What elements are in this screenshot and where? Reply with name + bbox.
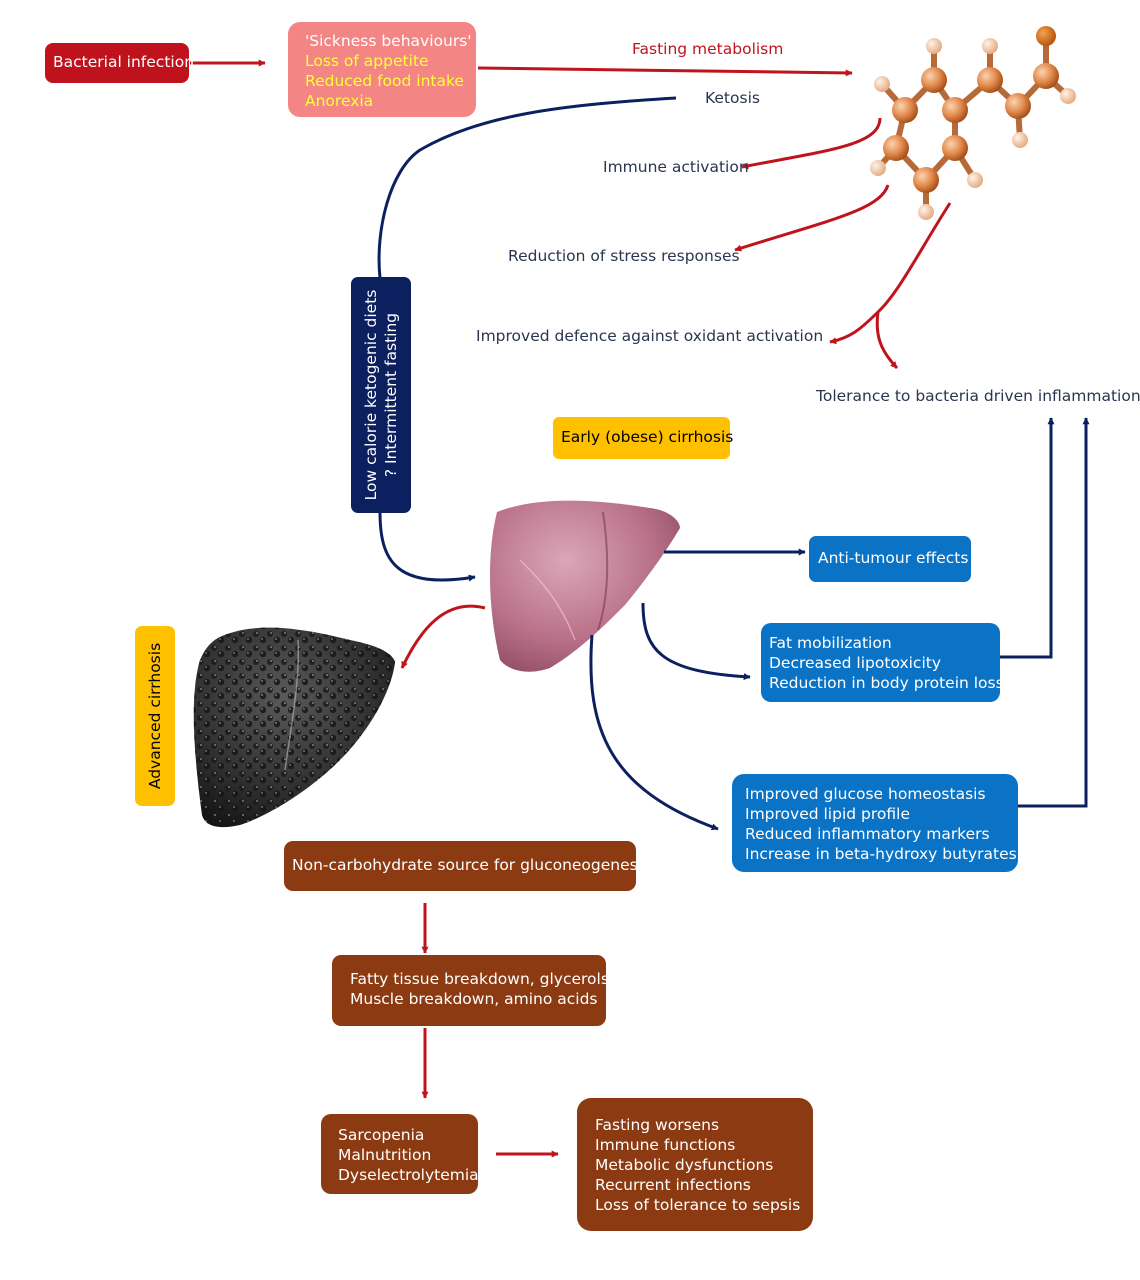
fasting-worsens-infections: Recurrent infections bbox=[595, 1176, 751, 1194]
sickness-item-anorexia: Anorexia bbox=[305, 92, 374, 110]
fasting-worsens-box: Fasting worsens Immune functions Metabol… bbox=[577, 1098, 813, 1231]
glucose-item-inflammatory: Reduced inflammatory markers bbox=[745, 825, 990, 843]
early-liver-illustration bbox=[489, 500, 680, 672]
fat-item-protein-loss: Reduction in body protein loss bbox=[769, 674, 1004, 692]
glucose-item-butyrates: Increase in beta-hydroxy butyrates bbox=[745, 845, 1017, 863]
ketosis-label: Ketosis bbox=[705, 89, 760, 107]
breakdown-box: Fatty tissue breakdown, glycerols Muscle… bbox=[332, 955, 609, 1026]
fasting-worsens-immune: Immune functions bbox=[595, 1136, 736, 1154]
navy-arrows bbox=[377, 96, 1090, 831]
fasting-worsens-title: Fasting worsens bbox=[595, 1116, 720, 1134]
sickness-item-appetite: Loss of appetite bbox=[305, 52, 429, 70]
bacterial-infection-label: Bacterial infection bbox=[53, 53, 195, 71]
fasting-worsens-metabolic: Metabolic dysfunctions bbox=[595, 1156, 774, 1174]
glucose-item-homeostasis: Improved glucose homeostasis bbox=[745, 785, 986, 803]
fat-item-mobilization: Fat mobilization bbox=[769, 634, 892, 652]
sickness-item-food-intake: Reduced food intake bbox=[305, 72, 464, 90]
immune-activation-label: Immune activation bbox=[603, 158, 749, 176]
diet-line-ketogenic: Low calorie ketogenic diets bbox=[362, 289, 380, 501]
red-arrows bbox=[190, 59, 952, 1158]
early-cirrhosis-label: Early (obese) cirrhosis bbox=[561, 428, 734, 446]
sarcopenia-box: Sarcopenia Malnutrition Dyselectrolytemi… bbox=[321, 1114, 479, 1194]
malnutrition-item: Malnutrition bbox=[338, 1146, 432, 1164]
diet-box-text: Low calorie ketogenic diets ? Intermitte… bbox=[361, 290, 401, 501]
dyselectrolytemia-item: Dyselectrolytemia bbox=[338, 1166, 479, 1184]
sarcopenia-item: Sarcopenia bbox=[338, 1126, 425, 1144]
breakdown-item-fatty: Fatty tissue breakdown, glycerols bbox=[350, 970, 609, 988]
sickness-behaviours-box: 'Sickness behaviours' Loss of appetite R… bbox=[288, 22, 476, 117]
improved-defence-label: Improved defence against oxidant activat… bbox=[476, 327, 824, 345]
anti-tumour-label: Anti-tumour effects bbox=[818, 549, 969, 567]
diet-line-fasting: ? Intermittent fasting bbox=[382, 312, 400, 478]
non-carbohydrate-label: Non-carbohydrate source for gluconeogene… bbox=[292, 856, 651, 874]
advanced-cirrhosis-label: Advanced cirrhosis bbox=[146, 642, 164, 790]
glucose-item-lipid: Improved lipid profile bbox=[745, 805, 910, 823]
advanced-liver-illustration bbox=[193, 627, 395, 828]
advanced-cirrhosis-box: Advanced cirrhosis bbox=[135, 626, 175, 806]
fat-mobilization-box: Fat mobilization Decreased lipotoxicity … bbox=[761, 623, 1004, 702]
tolerance-label: Tolerance to bacteria driven inflammatio… bbox=[816, 387, 1140, 405]
molecule-illustration bbox=[870, 26, 1076, 220]
anti-tumour-box: Anti-tumour effects bbox=[809, 536, 971, 582]
non-carbohydrate-box: Non-carbohydrate source for gluconeogene… bbox=[284, 841, 651, 891]
bacterial-infection-box: Bacterial infection bbox=[45, 43, 195, 83]
diet-box: Low calorie ketogenic diets ? Intermitte… bbox=[351, 277, 411, 513]
breakdown-item-muscle: Muscle breakdown, amino acids bbox=[350, 990, 598, 1008]
early-cirrhosis-box: Early (obese) cirrhosis bbox=[553, 417, 734, 459]
glucose-box: Improved glucose homeostasis Improved li… bbox=[732, 774, 1018, 872]
sickness-title: 'Sickness behaviours' bbox=[305, 32, 472, 50]
reduction-stress-label: Reduction of stress responses bbox=[508, 247, 740, 265]
fasting-worsens-tolerance: Loss of tolerance to sepsis bbox=[595, 1196, 801, 1214]
fasting-metabolism-label: Fasting metabolism bbox=[632, 40, 784, 58]
fat-item-lipotoxicity: Decreased lipotoxicity bbox=[769, 654, 942, 672]
